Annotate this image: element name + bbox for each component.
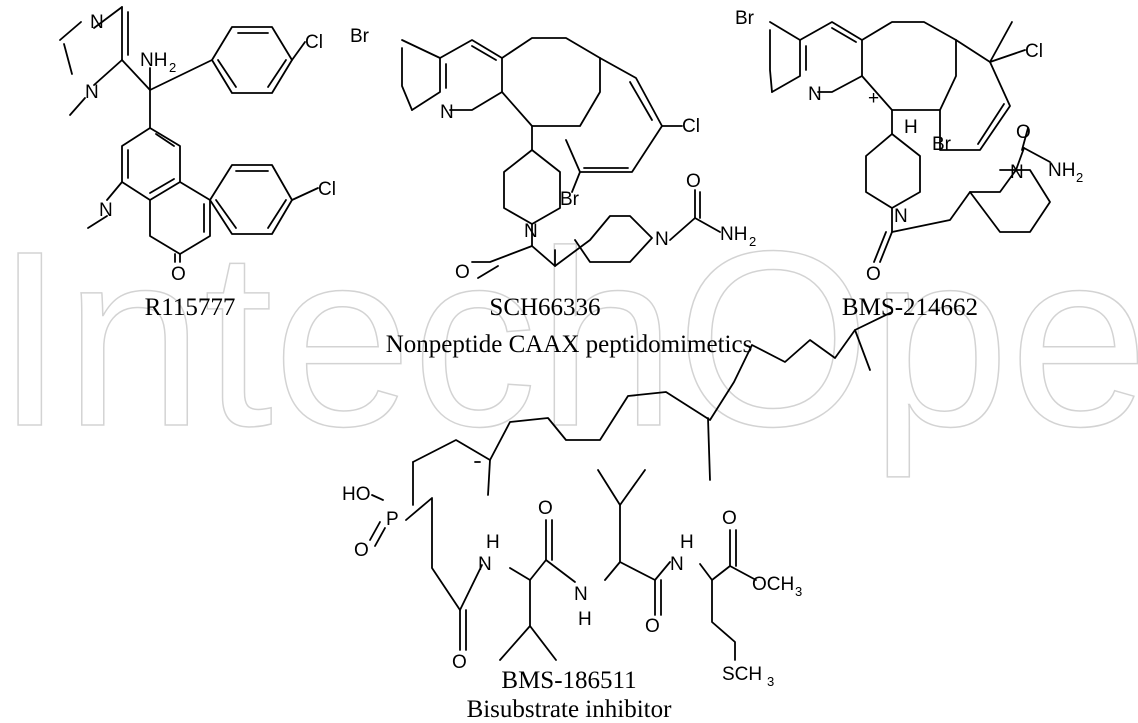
s-nh2-sub: 2 (749, 234, 756, 249)
structure-bms214662: Br N + H Br Cl N O N O NH 2 (735, 8, 1083, 285)
caption-bms214662: BMS-214662 (842, 294, 978, 321)
bs-nh3-n: N (670, 554, 684, 575)
structure-r115777: N N NH 2 Cl Cl N O (59, 6, 336, 285)
b-pyr-n: N (808, 84, 822, 105)
caption-sch66336: SCH66336 (489, 294, 600, 321)
b-nh2: NH (1048, 160, 1075, 181)
caption-bms186511: BMS-186511 (501, 667, 636, 694)
r-nh2-sub: 2 (169, 60, 176, 75)
bs-po-o: O (354, 540, 369, 561)
b-urea-o: O (1016, 122, 1031, 143)
bs-nh1-h: H (486, 532, 500, 553)
b-br-aryl: Br (932, 134, 952, 155)
s-pip2-n: N (655, 229, 669, 250)
bs-p: P (386, 509, 399, 530)
s-amide-o: O (455, 262, 470, 283)
bs-och3: OCH (752, 574, 794, 595)
b-pip2-n: N (1010, 162, 1024, 183)
s-urea-o: O (686, 171, 701, 192)
bs-nh3-h: H (680, 532, 694, 553)
caption-bisubstrate-group: Bisubstrate inhibitor (467, 696, 673, 723)
r-imid-n3: N (85, 82, 99, 103)
b-amide-o: O (866, 264, 881, 285)
s-cl: Cl (682, 116, 700, 137)
b-pip-n: N (894, 206, 908, 227)
s-pip-n: N (524, 221, 538, 242)
bs-nh1-n: N (478, 554, 492, 575)
bs-nh2-h: H (578, 609, 592, 630)
b-h: H (904, 117, 918, 138)
bs-sch3-sub: 3 (767, 674, 774, 689)
b-plus: + (868, 88, 879, 109)
bs-ester-o: O (722, 508, 737, 529)
r-cl-meta: Cl (318, 179, 336, 200)
bs-co3-o: O (645, 616, 660, 637)
r-nh2: NH (140, 50, 167, 71)
b-br-pyr: Br (735, 8, 755, 29)
r-quin-o: O (171, 264, 186, 285)
s-br-pyr: Br (350, 26, 370, 47)
r-cl-para: Cl (305, 32, 323, 53)
bs-sch3: SCH (722, 664, 762, 685)
bs-co2-o: O (538, 498, 553, 519)
watermark-text: IntechOpen (0, 199, 1138, 478)
bs-och3-sub: 3 (795, 584, 802, 599)
caption-r115777: R115777 (145, 294, 236, 321)
s-br-aryl: Br (560, 189, 580, 210)
bs-ho: HO (342, 484, 371, 505)
bs-co1-o: O (452, 652, 467, 673)
structure-sch66336: Br N Cl Br N O N O NH 2 (350, 26, 756, 283)
structure-bms186511: HO P O H N O O N H O H N O OCH 3 SCH 3 (342, 311, 893, 689)
bs-nh2-n: N (574, 584, 588, 605)
s-nh2: NH (720, 224, 747, 245)
r-quin-n: N (99, 200, 113, 221)
b-nh2-sub: 2 (1076, 170, 1083, 185)
caption-caax-group: Nonpeptide CAAX peptidomimetics (386, 331, 753, 358)
s-pyr-n: N (440, 102, 454, 123)
b-cl: Cl (1025, 41, 1043, 62)
r-imid-n1: N (90, 12, 104, 33)
